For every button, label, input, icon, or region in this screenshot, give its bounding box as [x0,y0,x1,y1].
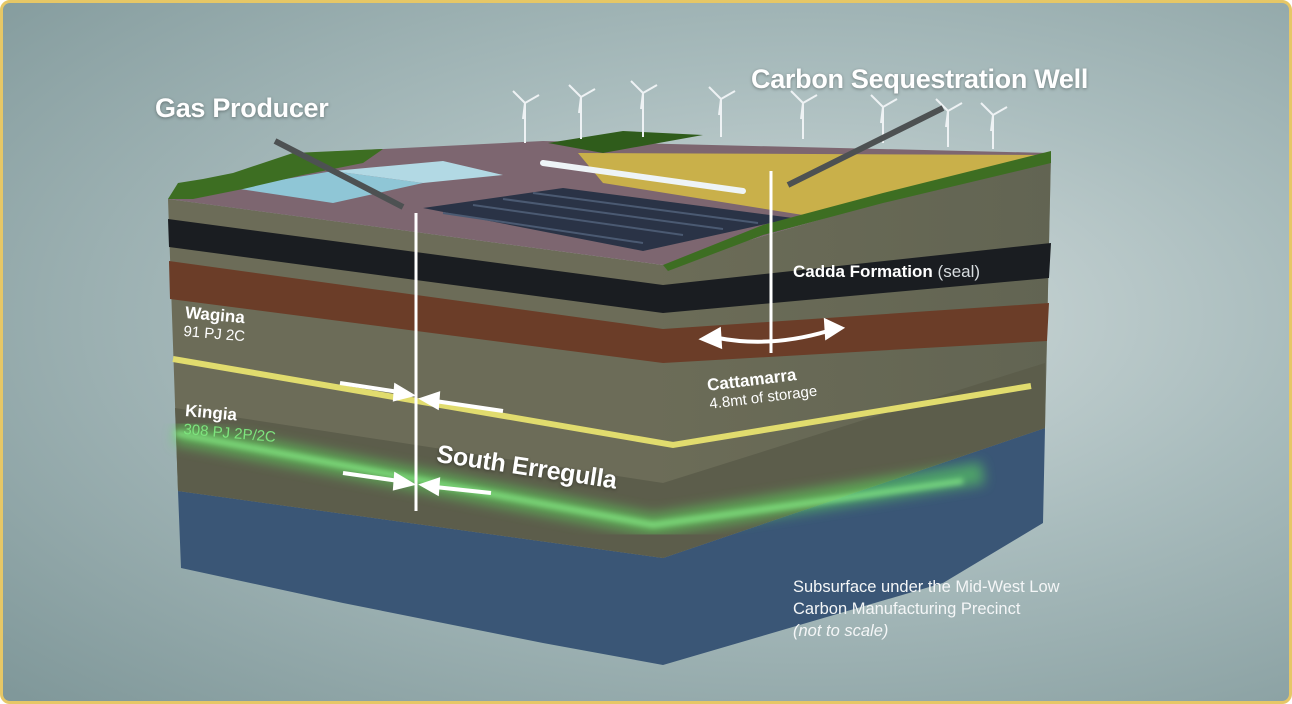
gas-facility-2 [333,161,503,183]
wagina-horizon-line [172,356,1032,449]
subsurface-block-illustration [168,80,1051,665]
lower-soil-band [175,363,1045,558]
caption-line-2: Carbon Manufacturing Precinct [793,600,1021,618]
solar-panel-field [423,188,793,251]
grass-edge-right [663,151,1051,271]
wheat-field [578,153,1051,215]
csw-pointer [786,105,945,188]
cadda-seal-note: (seal) [937,262,981,281]
pipeline [540,160,746,194]
wagina-label: Wagina 91 PJ 2C [183,303,248,345]
cadda-formation-label: Cadda Formation (seal) [793,262,980,282]
gas-producer-pointer [273,138,405,210]
wind-turbines [512,80,1008,149]
caption-scale-note: (not to scale) [793,622,889,640]
wagina-flow-arrows [339,381,504,413]
tree-clump [548,131,703,153]
carbon-sequestration-well-label: Carbon Sequestration Well [751,64,1089,94]
coal-layer [168,219,1051,313]
cadda-formation-name: Cadda Formation [793,262,933,281]
blue-basement-layer [178,428,1045,665]
kingia-horizon-line [174,430,964,528]
subsurface-caption: Subsurface under the Mid-West Low Carbon… [793,576,1060,642]
gas-producer-label: Gas Producer [155,93,329,123]
grass-edge-left [168,149,383,199]
solar-panel-rows [442,192,759,244]
caption-line-1: Subsurface under the Mid-West Low [793,578,1060,596]
kingia-flow-arrows [342,471,492,497]
cattamarra-injection-arrows [698,317,846,350]
kingia-label: Kingia 308 PJ 2P/2C [183,401,278,446]
gas-facility [233,171,423,203]
